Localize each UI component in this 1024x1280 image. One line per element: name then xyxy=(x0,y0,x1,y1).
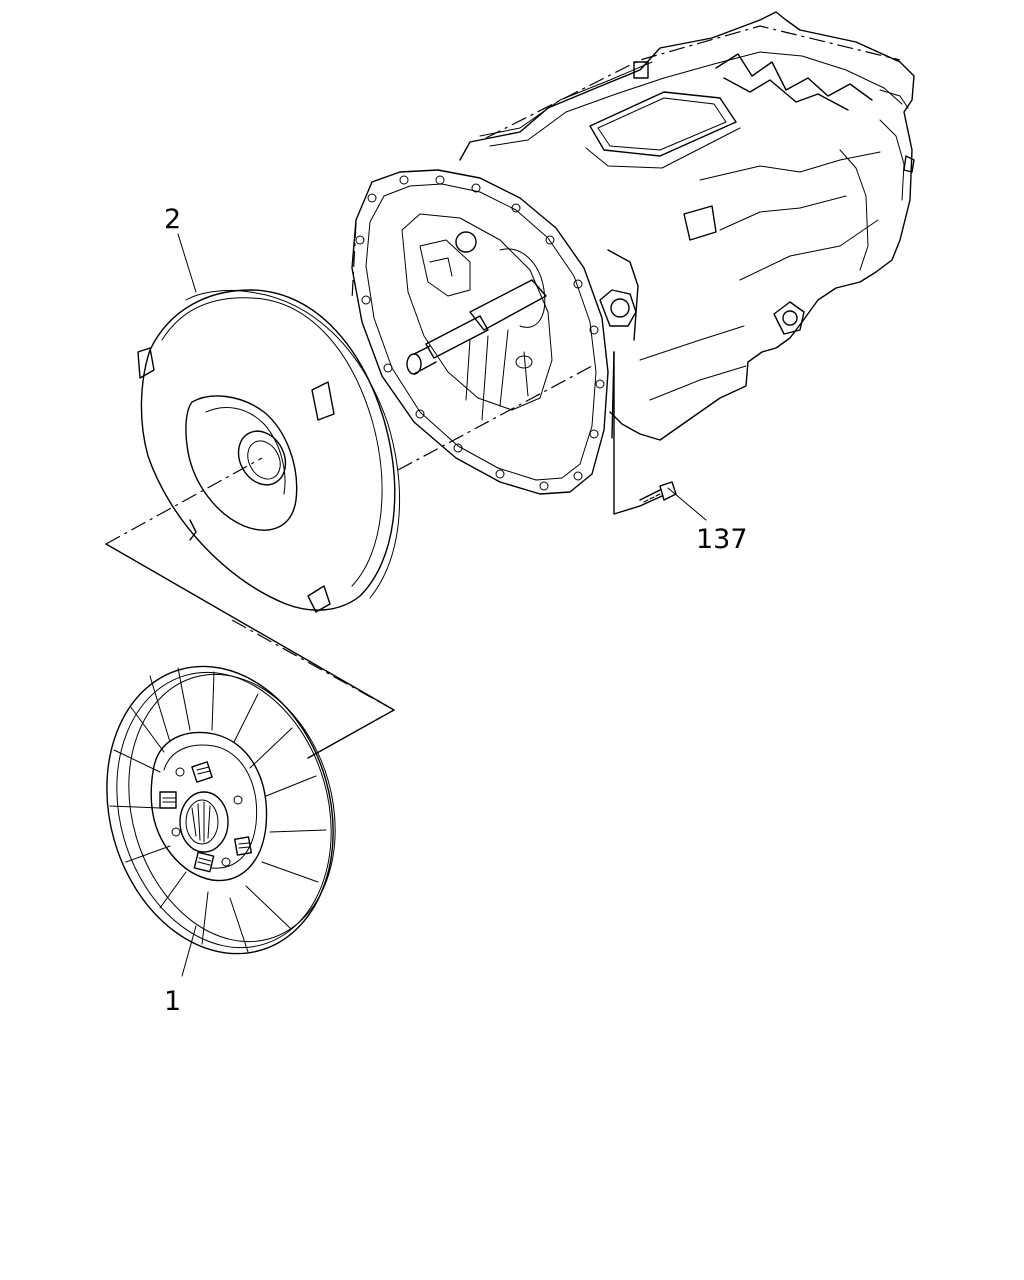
callout-label-bolt: 137 xyxy=(696,524,748,555)
bolt-137 xyxy=(639,481,677,507)
pressure-plate xyxy=(137,289,400,613)
callout-label-clutch-disc: 1 xyxy=(164,986,181,1017)
clutch-disc xyxy=(106,665,336,955)
callout-leaders xyxy=(177,233,707,977)
transmission-housing xyxy=(351,11,915,495)
callout-label-pressure-plate: 2 xyxy=(164,204,181,235)
assembly-lines xyxy=(105,351,641,759)
